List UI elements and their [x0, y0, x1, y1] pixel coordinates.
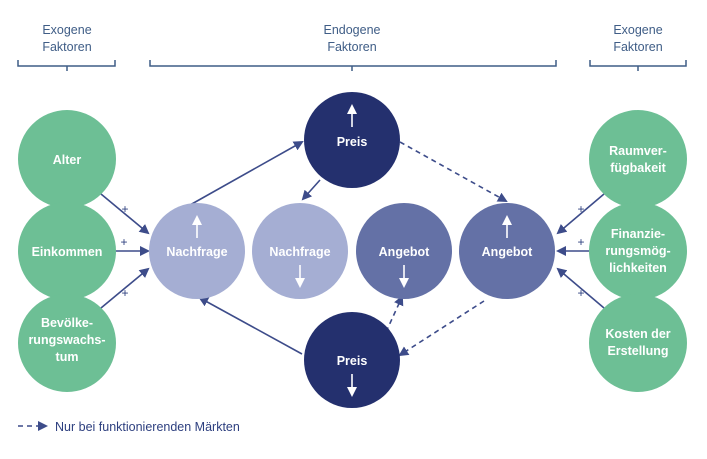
factor-bevoelkerung-line3: tum: [56, 350, 79, 364]
plus-right-3: +: [577, 286, 584, 300]
node-angebot-up-label: Angebot: [482, 245, 534, 259]
factor-kosten-line2: Erstellung: [607, 344, 668, 358]
arrow-nachfrage-preis-top: [189, 141, 304, 206]
node-angebot-down: Angebot: [356, 203, 452, 299]
factor-alter-label: Alter: [53, 153, 82, 167]
factor-finanz-line1: Finanzie-: [611, 227, 665, 241]
header-right: Exogene Faktoren: [589, 23, 687, 71]
node-nachfrage-down: Nachfrage: [252, 203, 348, 299]
header-left-line1: Exogene: [42, 23, 91, 37]
header-left: Exogene Faktoren: [17, 23, 116, 71]
factor-finanz-line3: lichkeiten: [609, 261, 667, 275]
factor-einkommen-label: Einkommen: [32, 245, 103, 259]
header-center-line2: Faktoren: [327, 40, 376, 54]
node-nachfrage-up: Nachfrage: [149, 203, 245, 299]
factor-kosten: Kosten der Erstellung: [589, 294, 687, 392]
factor-raumverfuegbarkeit: Raumver- fügbakeit: [589, 110, 687, 208]
arrow-preis-top-angebot-dashed: [399, 141, 508, 202]
plus-left-3: +: [121, 286, 128, 300]
header-right-line1: Exogene: [613, 23, 662, 37]
legend-text: Nur bei funktionierenden Märkten: [55, 420, 240, 434]
node-preis-bottom-label: Preis: [337, 354, 368, 368]
factor-bevoelkerung-line1: Bevölke-: [41, 316, 93, 330]
header-left-line2: Faktoren: [42, 40, 91, 54]
arrow-angebot-preis-bottom-dashed: [385, 295, 404, 333]
node-preis-bottom: Preis: [304, 312, 400, 408]
arrows: [100, 141, 605, 357]
arrow-preis-bottom-nachfrage: [198, 297, 303, 355]
plus-left-2: +: [120, 235, 127, 249]
factor-finanz-line2: rungsmög-: [605, 244, 670, 258]
factor-bevoelkerungswachstum: Bevölke- rungswachs- tum: [18, 294, 116, 392]
node-preis-top: Preis: [304, 92, 400, 188]
node-angebot-up: Angebot: [459, 203, 555, 299]
node-nachfrage-up-label: Nachfrage: [166, 245, 227, 259]
plus-right-1: +: [577, 202, 584, 216]
factor-raum-line1: Raumver-: [609, 144, 667, 158]
plus-left-1: +: [121, 202, 128, 216]
arrow-bevoelkerung-nachfrage: [100, 267, 150, 309]
arrow-angebot-up-preis-bottom-dashed: [398, 300, 485, 357]
right-factors: Raumver- fügbakeit Finanzie- rungsmög- l…: [589, 110, 687, 392]
plus-signs: + + + + + +: [120, 202, 584, 300]
arrow-preis-top-nachfrage: [301, 179, 321, 201]
bracket-right: [589, 60, 687, 71]
arrow-alter-nachfrage: [100, 193, 150, 235]
node-preis-top-label: Preis: [337, 135, 368, 149]
node-nachfrage-down-label: Nachfrage: [269, 245, 330, 259]
header-center-line1: Endogene: [323, 23, 380, 37]
arrow-raum-angebot: [556, 193, 605, 235]
node-angebot-down-label: Angebot: [379, 245, 431, 259]
endogenous-nodes: Preis Nachfrage Nachfrage Angebot Angebo…: [149, 92, 555, 408]
header-center: Endogene Faktoren: [149, 23, 557, 71]
arrow-kosten-angebot: [556, 267, 605, 309]
plus-right-2: +: [577, 235, 584, 249]
header-right-line2: Faktoren: [613, 40, 662, 54]
bracket-center: [149, 60, 557, 71]
factor-finanzierung: Finanzie- rungsmög- lichkeiten: [589, 202, 687, 300]
factor-bevoelkerung-line2: rungswachs-: [28, 333, 105, 347]
legend: Nur bei funktionierenden Märkten: [18, 420, 240, 434]
bracket-left: [17, 60, 116, 71]
factor-alter: Alter: [18, 110, 116, 208]
left-factors: Alter Einkommen Bevölke- rungswachs- tum: [18, 110, 116, 392]
factor-kosten-line1: Kosten der: [605, 327, 670, 341]
factor-einkommen: Einkommen: [18, 202, 116, 300]
factor-raum-line2: fügbakeit: [610, 161, 666, 175]
